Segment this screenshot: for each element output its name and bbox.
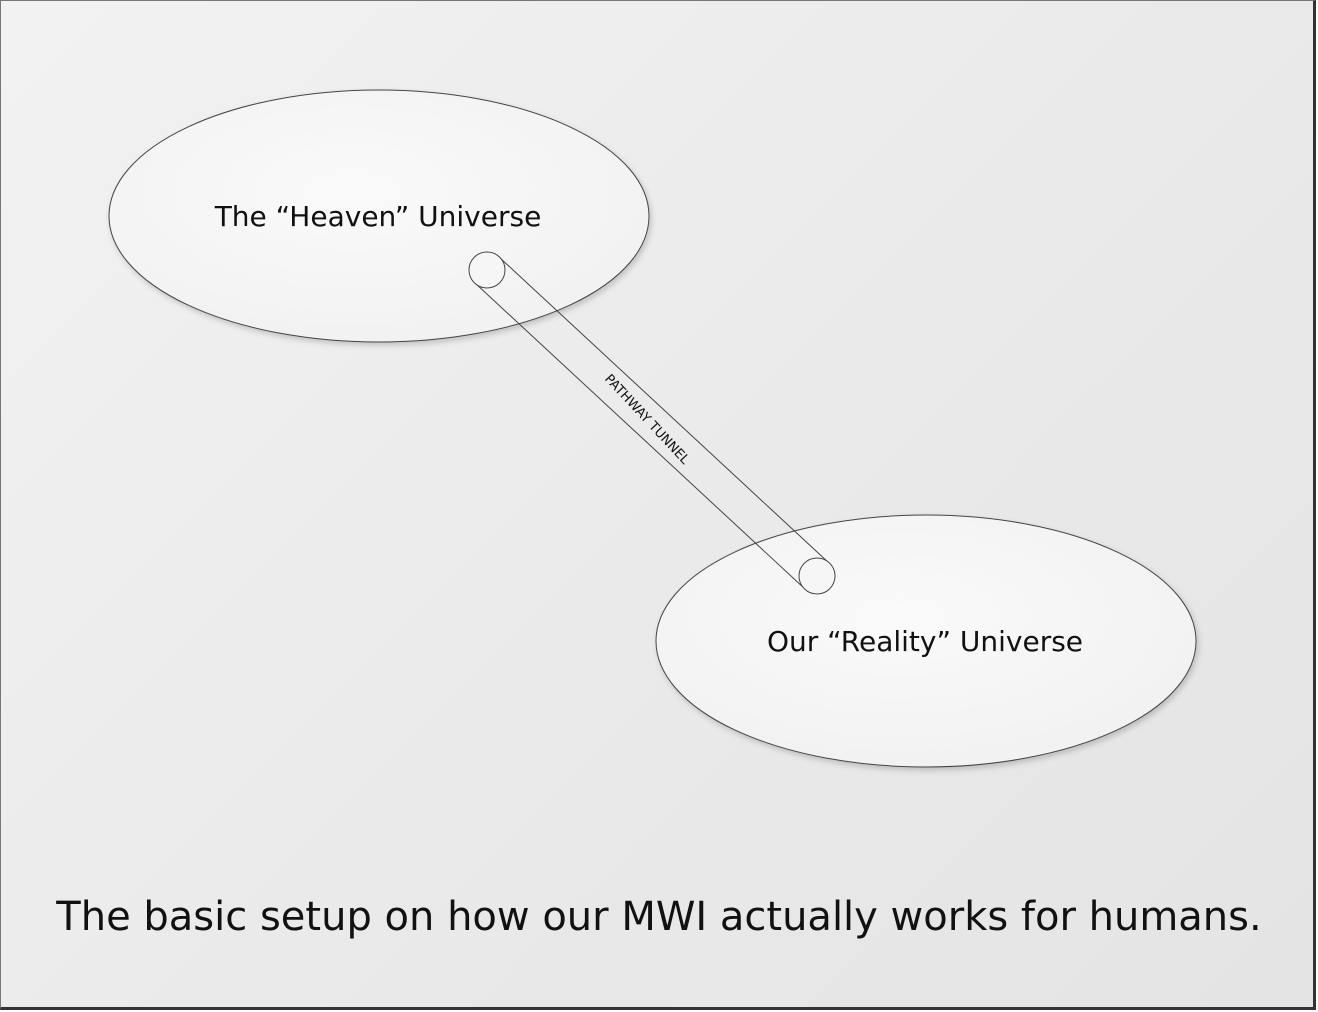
reality-universe-label: Our “Reality” Universe	[767, 625, 1083, 658]
heaven-universe-label: The “Heaven” Universe	[214, 200, 542, 233]
tunnel-entrance-heaven	[468, 251, 506, 289]
reality-universe-ellipse	[655, 514, 1197, 768]
diagram-caption: The basic setup on how our MWI actually …	[56, 894, 1262, 940]
tunnel-edge-upper	[498, 256, 830, 564]
tunnel-label: PATHWAY TUNNEL	[601, 372, 692, 468]
heaven-universe-ellipse	[108, 89, 650, 343]
tunnel-entrance-reality	[798, 557, 836, 595]
tunnel-edge-lower	[474, 282, 806, 590]
